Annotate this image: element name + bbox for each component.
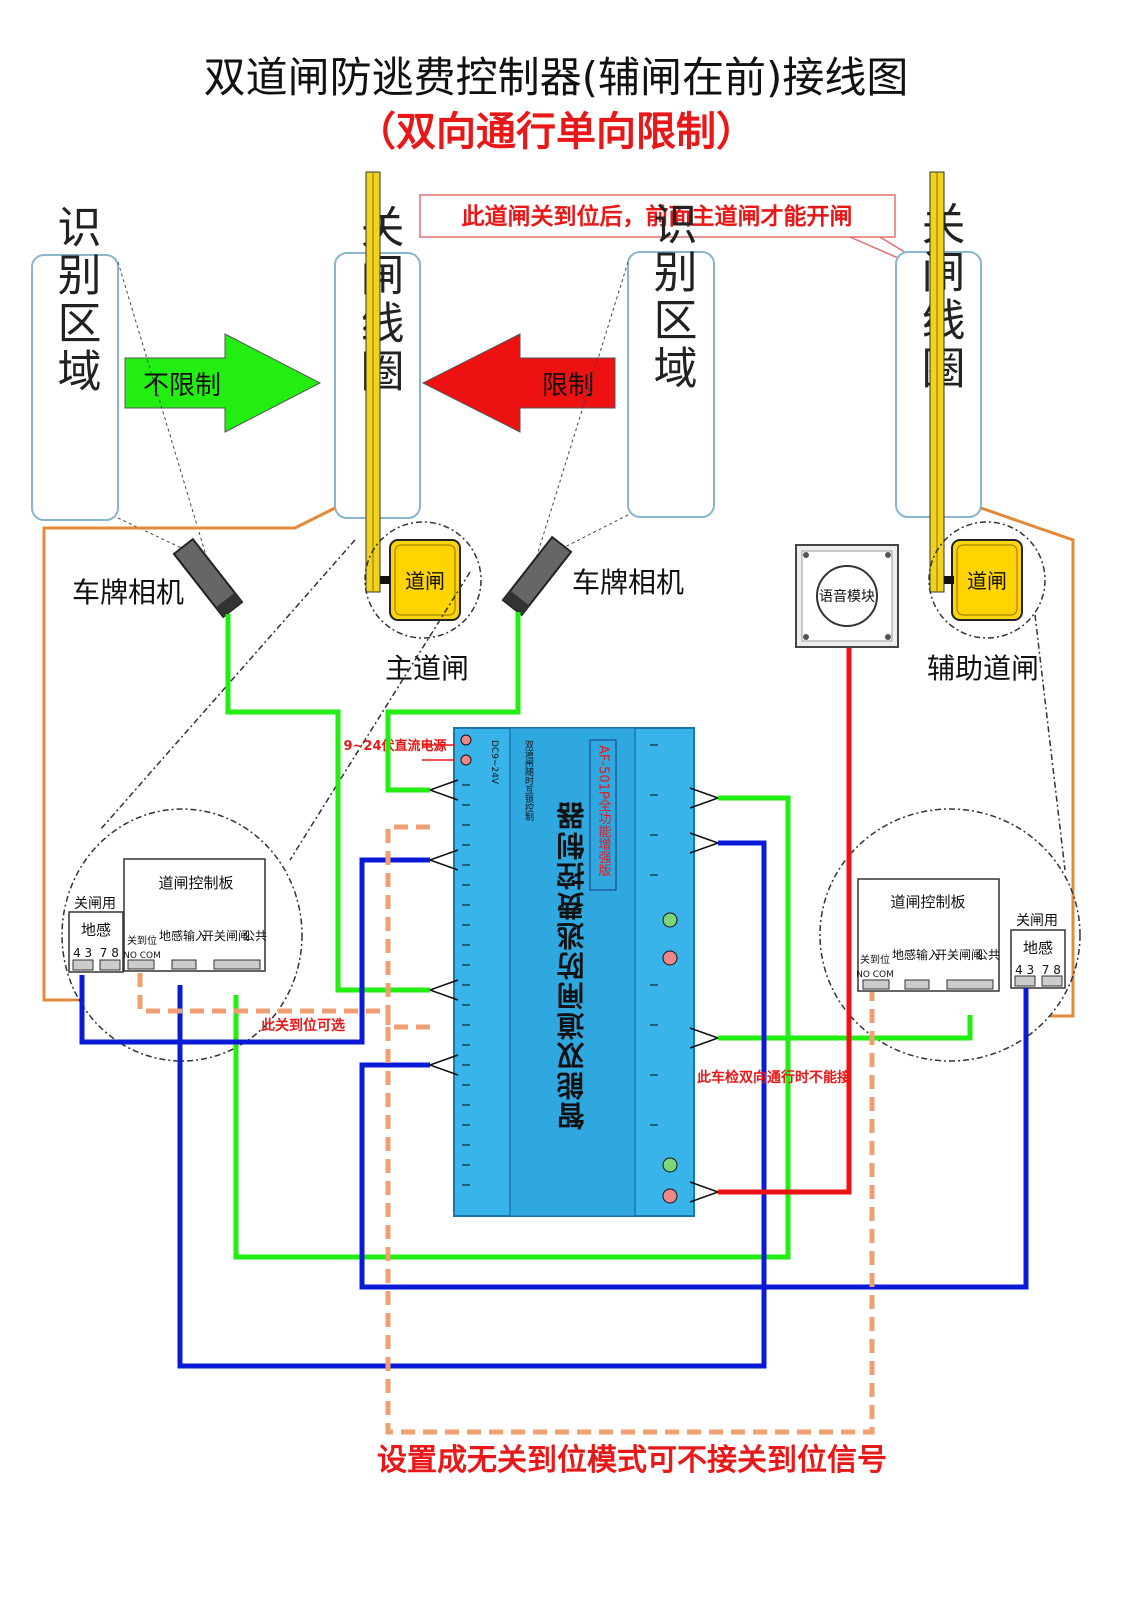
right-loop-wire — [980, 506, 1075, 1018]
controller-model: AF-501P全功能增强版 — [596, 745, 612, 878]
arrow-restricted-label: 限制 — [542, 371, 594, 401]
zone-right-recognition-label: 识别区域 — [646, 201, 697, 393]
callout-text: 此道闸关到位后，前面主道闸才能开闸 — [462, 203, 853, 230]
left-camera-label: 车牌相机 — [72, 576, 184, 609]
camera-view-line — [117, 517, 191, 553]
right-sensor-title: 地感 — [1023, 939, 1053, 957]
controller-center-panel — [509, 727, 636, 1217]
callout-box — [419, 194, 896, 238]
terminal-block — [904, 979, 930, 990]
model-badge — [589, 739, 617, 891]
right-open-gate-label: 开关闸闸 — [935, 948, 983, 962]
terminal-block — [1014, 975, 1036, 987]
left-loop-wire — [42, 506, 336, 1002]
controller-features: 双道闸随时互锁控制 — [523, 740, 534, 821]
main-gate-box-label: 道闸 — [405, 569, 445, 593]
left-board-zoom-circle — [61, 808, 303, 1062]
power-label: 9~24伏直流电源 — [343, 738, 446, 754]
left-common-label: 公共 — [243, 929, 267, 943]
controller-left-terminals — [460, 734, 472, 1186]
aux-gate-box-label: 道闸 — [967, 569, 1007, 593]
zone-left-recognition-label: 识别区域 — [50, 204, 101, 396]
blue-wires — [79, 840, 1029, 1369]
left-limit-label: 关到位 — [127, 934, 157, 947]
arrow-unrestricted-label: 不限制 — [143, 371, 221, 401]
right-sensor-header: 关闸用 — [1016, 913, 1058, 929]
page-subtitle: （双向通行单向限制） — [356, 109, 756, 155]
terminal-block — [862, 979, 890, 990]
left-sensor-header: 关闸用 — [74, 896, 116, 912]
controller-right-terminals — [650, 744, 678, 1204]
red-wire — [718, 648, 852, 1195]
controller-lead-wires — [429, 779, 719, 1203]
green-wires — [225, 612, 973, 1260]
main-gate-zoom-circle — [364, 521, 482, 639]
terminal-block — [1041, 975, 1063, 987]
right-board-zoom-circle — [819, 808, 1081, 1062]
left-control-board — [123, 858, 266, 972]
terminal-block — [72, 959, 94, 971]
left-loop-input-label: 地感输入 — [159, 928, 207, 943]
left-limit-pins: NO COM — [123, 951, 161, 961]
arrow-restricted — [421, 333, 616, 433]
camera-view-line — [117, 261, 209, 563]
screw-icon — [885, 552, 891, 558]
right-camera-label: 车牌相机 — [572, 566, 684, 599]
orange-dashed-wires — [137, 824, 875, 1435]
terminal-block — [213, 959, 261, 970]
left-open-gate-label: 开关闸闸 — [202, 929, 250, 943]
vehicle-detect-note-line1: 此车检双向通行时不能接 — [697, 1069, 851, 1086]
right-loop-input-label: 地感输入 — [892, 947, 940, 962]
screw-icon — [885, 634, 891, 640]
terminal-block — [946, 979, 994, 990]
left-camera-icon — [172, 537, 244, 619]
main-gate-label: 主道闸 — [385, 652, 469, 685]
aux-gate-box-inner — [956, 544, 1018, 616]
page-title: 双道闸防逃费控制器(辅闸在前)接线图 — [204, 53, 909, 102]
screw-icon — [803, 552, 809, 558]
arrow-unrestricted — [124, 333, 322, 433]
right-limit-pins: NO COM — [856, 970, 894, 980]
right-camera-icon — [501, 535, 573, 617]
right-common-label: 公共 — [976, 948, 1000, 962]
terminal-block — [127, 959, 155, 970]
left-board-title: 道闸控制板 — [158, 874, 233, 892]
aux-gate-label: 辅助道闸 — [927, 652, 1039, 685]
optional-limit-note: 此关到位可选 — [261, 1017, 345, 1034]
right-sensor-pins: 4 3 7 8 — [1015, 963, 1061, 977]
camera-view-line — [534, 261, 629, 563]
aux-gate-arm-mount — [944, 576, 954, 584]
left-sensor-title: 地感 — [81, 921, 111, 939]
speaker-icon — [816, 565, 878, 627]
right-zoom-leader — [1034, 614, 1066, 871]
terminal-block — [99, 959, 121, 971]
main-gate-arm-mount — [380, 576, 390, 584]
screw-icon — [803, 634, 809, 640]
controller-name: 智能双道闸防逃费控制器 — [556, 800, 589, 1130]
right-control-board — [857, 878, 1000, 992]
voice-module-label: 语音模块 — [819, 588, 875, 605]
right-limit-label: 关到位 — [860, 953, 890, 966]
zone-left-recognition — [31, 254, 119, 521]
bottom-note: 设置成无关到位模式可不接关到位信号 — [377, 1443, 887, 1478]
terminal-block — [171, 959, 197, 970]
main-gate-box-inner — [394, 544, 456, 616]
controller-power-pin: DC9~24V — [489, 740, 499, 785]
aux-gate-zoom-circle — [928, 521, 1046, 639]
left-zoom-leader — [289, 571, 471, 861]
left-sensor-pins: 4 3 7 8 — [73, 946, 119, 960]
zone-right-recognition — [627, 251, 715, 518]
camera-view-line — [554, 514, 629, 553]
right-board-title: 道闸控制板 — [890, 893, 965, 911]
